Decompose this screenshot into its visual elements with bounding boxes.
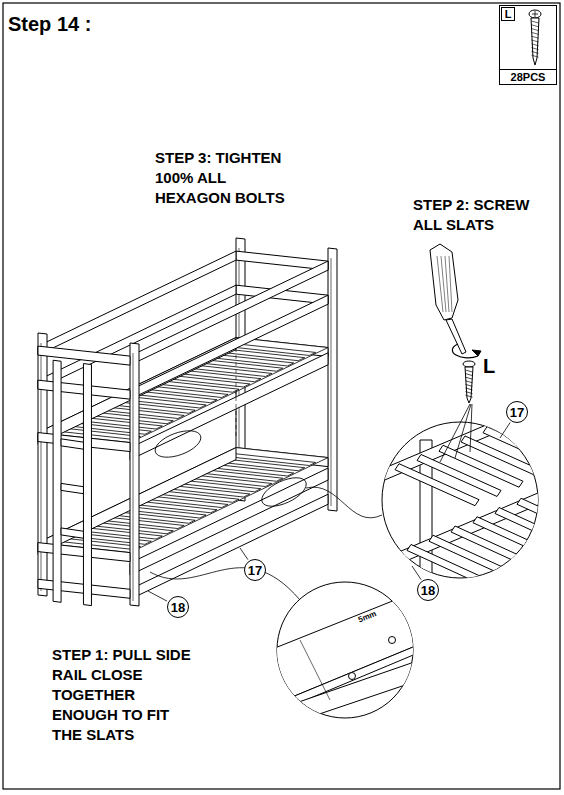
- instruction-text: STEP 3: TIGHTEN 100% ALL HEXAGON BOLTS: [155, 148, 295, 208]
- handle-groove: [449, 256, 452, 312]
- side-rail: [130, 353, 328, 460]
- part-count: 28PCS: [500, 69, 556, 84]
- screw-thread: [466, 395, 473, 397]
- callout-number: 17: [248, 563, 262, 578]
- post-edge: [133, 353, 134, 601]
- instruction-text: STEP 1: PULL SIDE RAIL CLOSE TOGETHER EN…: [52, 645, 197, 745]
- screw-thread: [532, 55, 539, 57]
- bed-post: [38, 333, 47, 596]
- screw-thread: [532, 51, 539, 53]
- screw-thread: [466, 381, 473, 383]
- leader-line: [470, 404, 472, 452]
- screw-thread: [466, 374, 473, 376]
- page-border: [3, 3, 560, 789]
- ladder-rung: [61, 483, 83, 493]
- detail-content: [270, 590, 430, 730]
- post-edge: [331, 258, 332, 506]
- ladder-rail: [53, 360, 61, 602]
- screw-slot: [535, 11, 536, 17]
- detail-circle: [380, 400, 564, 592]
- handle-groove: [445, 256, 449, 312]
- side-rail: [130, 468, 328, 575]
- arrow-head: [472, 350, 481, 356]
- screw-thread: [532, 36, 539, 38]
- leader-line: [240, 548, 248, 560]
- instruction-text: STEP 2: SCREW ALL SLATS: [413, 195, 548, 235]
- callout-circle: [418, 580, 439, 601]
- slat: [517, 498, 564, 536]
- screw-thread: [532, 21, 539, 23]
- handle-groove: [441, 256, 446, 312]
- screw-body: [531, 18, 539, 65]
- callouts: [148, 402, 528, 618]
- ladder-rail: [83, 364, 91, 606]
- bunk-bed: [38, 238, 382, 606]
- slat: [473, 517, 547, 555]
- screw-thread: [466, 388, 473, 390]
- screw-hole: [349, 673, 356, 680]
- ladder-rung: [61, 528, 83, 538]
- leader-line: [412, 566, 421, 580]
- leader-line: [455, 404, 471, 458]
- slat-line: [300, 640, 330, 700]
- bed-post: [328, 248, 337, 511]
- detail-marker: [152, 425, 205, 462]
- leader-line: [500, 422, 510, 438]
- guard-rail: [38, 251, 236, 355]
- title: Step 14 :: [8, 12, 91, 36]
- callout-number: 17: [510, 405, 524, 420]
- detail-marker: [258, 472, 311, 512]
- screw-thread: [532, 32, 539, 34]
- callout-number: 18: [421, 583, 435, 598]
- ladder-rung: [61, 439, 83, 449]
- screwdriver-shaft: [446, 319, 466, 354]
- part-letter: L: [483, 356, 495, 376]
- screw-thread: [466, 370, 473, 372]
- screw-thread: [532, 40, 539, 42]
- screw-thread: [466, 392, 473, 394]
- screw-body: [465, 367, 473, 403]
- slat: [527, 408, 564, 450]
- slat: [407, 544, 481, 582]
- part-letter: L: [501, 7, 515, 21]
- side-rail: [270, 660, 420, 730]
- leader-line: [306, 487, 382, 518]
- screw-hole: [389, 637, 396, 644]
- handle-groove: [437, 256, 443, 312]
- slat: [451, 526, 525, 564]
- screw-thread: [466, 384, 473, 386]
- slat: [505, 418, 564, 460]
- callout-circle: [168, 597, 189, 618]
- callout-circle: [507, 402, 528, 423]
- hidden-line: [236, 348, 237, 437]
- bed-post: [130, 343, 139, 606]
- slat: [429, 535, 503, 573]
- callout-number: 18: [171, 600, 185, 615]
- detail-content: [380, 400, 564, 592]
- parts-box: L 28PCS: [499, 5, 557, 85]
- callout-circle: [245, 560, 266, 581]
- screw-head: [529, 10, 541, 18]
- side-rail: [130, 494, 328, 599]
- screw-thread: [466, 377, 473, 379]
- guard-rail: [130, 261, 328, 365]
- screw-head: [463, 361, 475, 367]
- screw-thread: [532, 48, 539, 50]
- end-rail: [38, 346, 130, 365]
- slat: [495, 508, 564, 546]
- screw-thread: [532, 44, 539, 46]
- screw-thread: [532, 29, 539, 31]
- screw-thread: [532, 25, 539, 27]
- leader-line: [440, 404, 470, 462]
- screwdriver-handle: [430, 244, 458, 320]
- leader-line: [150, 568, 300, 600]
- slat: [483, 427, 564, 469]
- leader-line: [148, 591, 167, 601]
- detail-circle: [270, 582, 430, 730]
